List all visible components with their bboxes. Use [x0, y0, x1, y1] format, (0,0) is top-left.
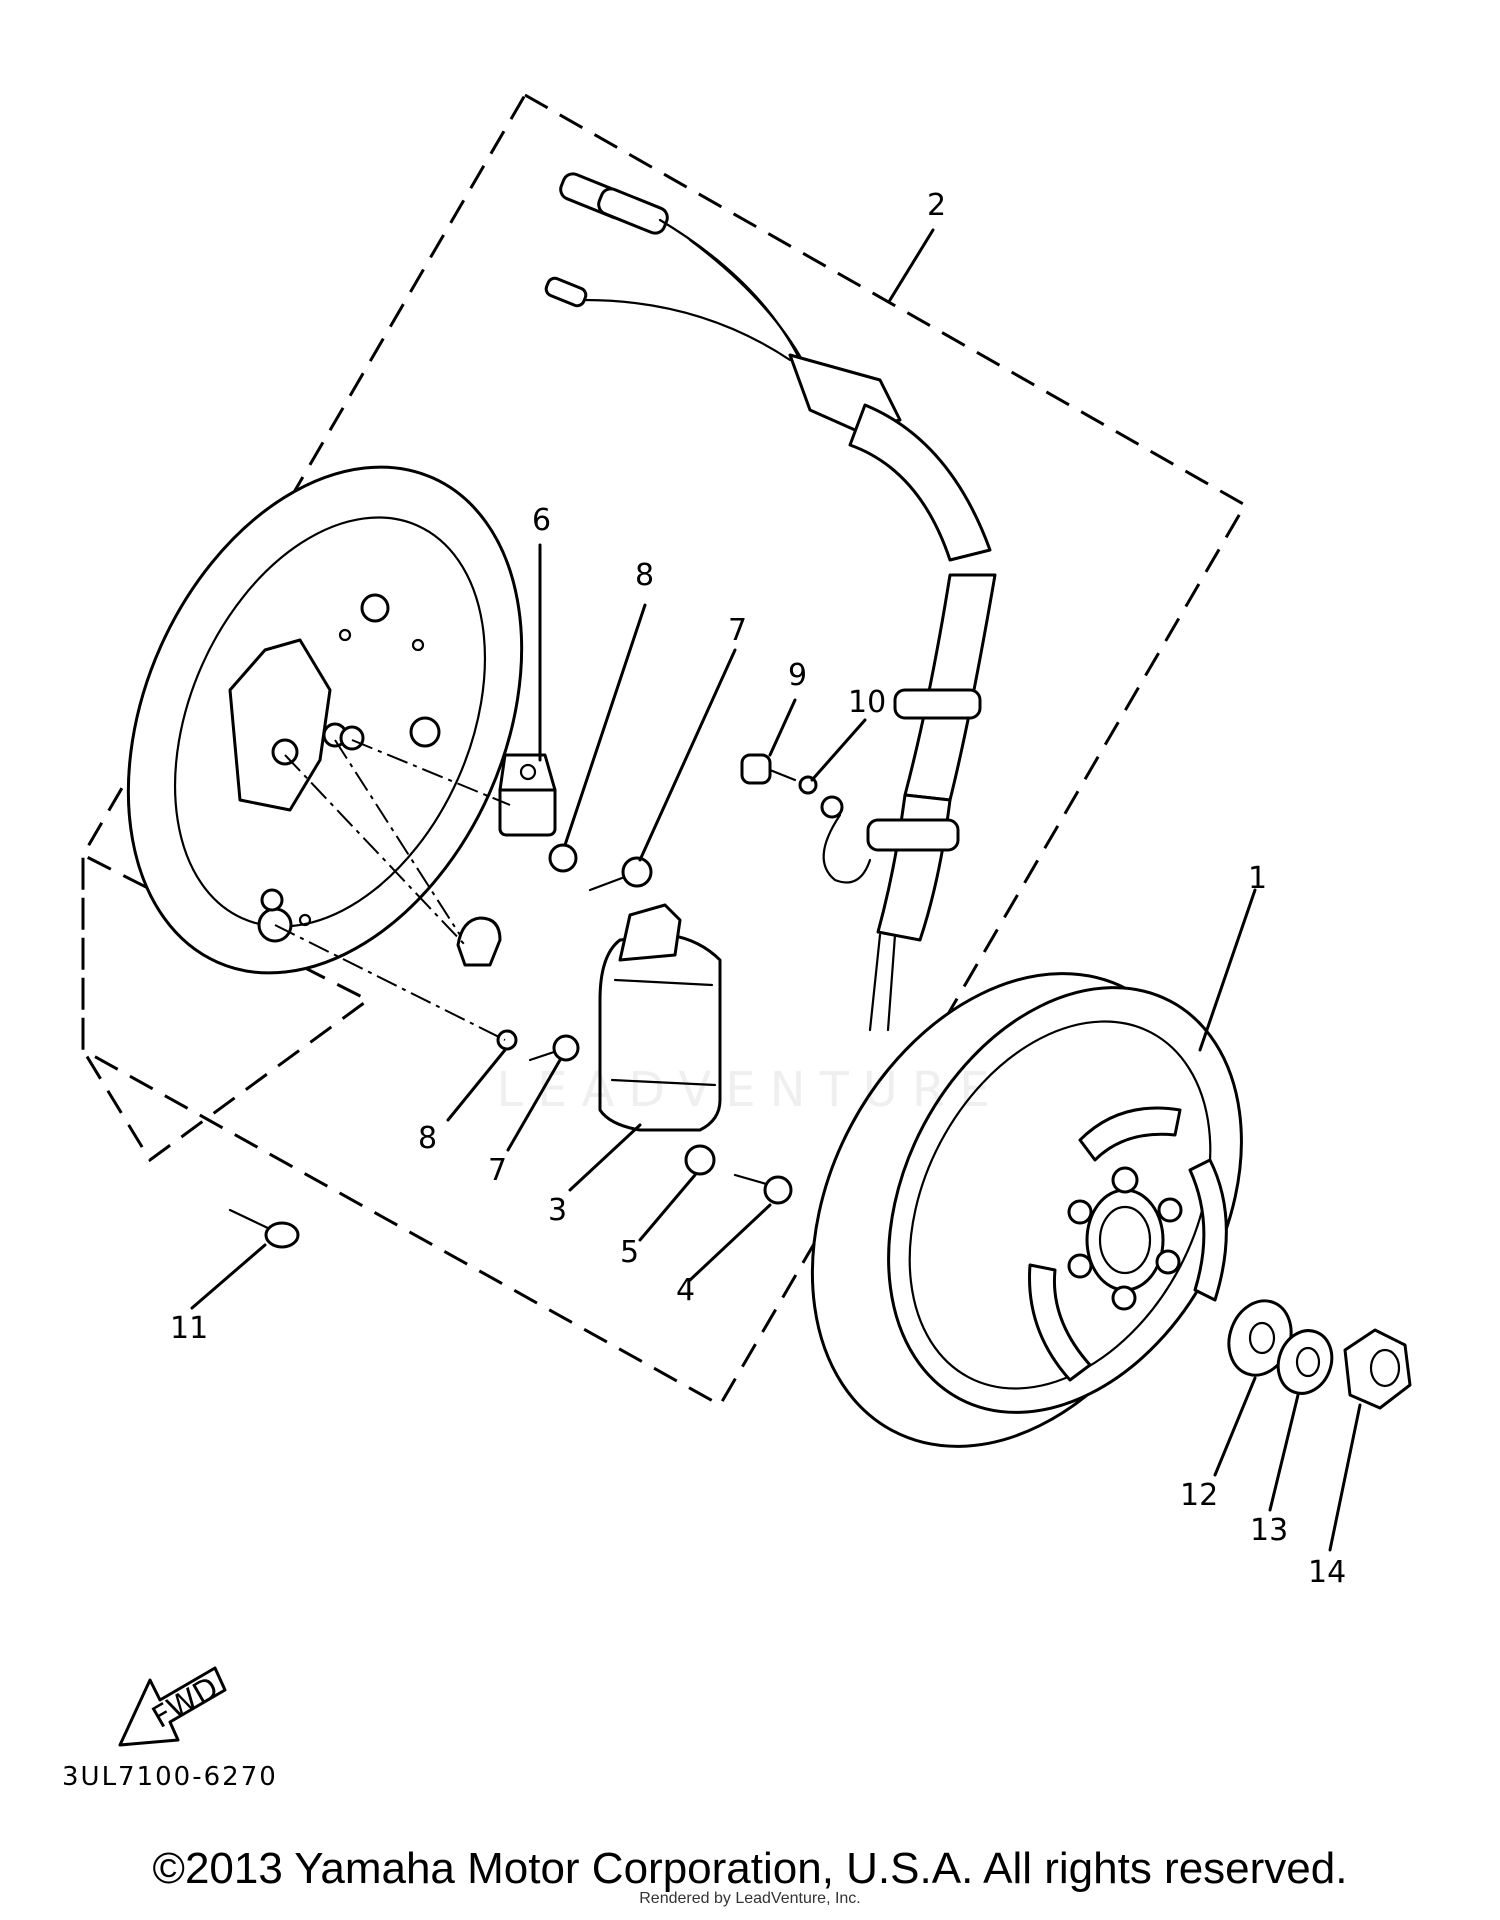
rendered-by-notice: Rendered by LeadVenture, Inc.	[639, 1890, 861, 1907]
centerline	[284, 754, 466, 946]
callout-8: 8	[635, 558, 654, 593]
diagram-code: 3UL7100-6270	[62, 1762, 278, 1792]
callout-9: 9	[788, 658, 807, 693]
flywheel-rotor	[810, 972, 1243, 1448]
pickup-coil	[498, 753, 557, 837]
centerline	[334, 739, 461, 936]
stator-coil	[598, 903, 722, 1132]
callout-11: 11	[170, 1311, 208, 1346]
leader-lines	[190, 228, 1362, 1552]
callout-1: 1	[1248, 861, 1267, 896]
stator-base-plate	[126, 465, 524, 975]
lock-washer-13	[1276, 1329, 1334, 1395]
callout-10: 10	[848, 685, 886, 720]
callout-5: 5	[620, 1235, 639, 1270]
callout-7: 7	[728, 613, 747, 648]
callout-2: 2	[927, 188, 946, 223]
wire-harness	[544, 172, 997, 1032]
nut-14	[1343, 1328, 1412, 1410]
copyright-notice: ©2013 Yamaha Motor Corporation, U.S.A. A…	[152, 1844, 1348, 1893]
callout-8-lower: 8	[418, 1121, 437, 1156]
callout-3: 3	[548, 1193, 567, 1228]
assembly-boundary	[81, 92, 1248, 1408]
centerline	[351, 739, 511, 806]
callout-4: 4	[676, 1273, 695, 1308]
centerline	[274, 924, 506, 1041]
callout-13: 13	[1250, 1513, 1288, 1548]
fwd-arrow-icon: FWD	[118, 1666, 227, 1747]
callout-7-lower: 7	[488, 1153, 507, 1188]
callout-14: 14	[1308, 1555, 1346, 1590]
watermark: LEADVENTURE	[496, 1062, 1004, 1118]
fasteners	[228, 753, 818, 1249]
callout-6: 6	[532, 503, 551, 538]
callout-12: 12	[1180, 1478, 1218, 1513]
